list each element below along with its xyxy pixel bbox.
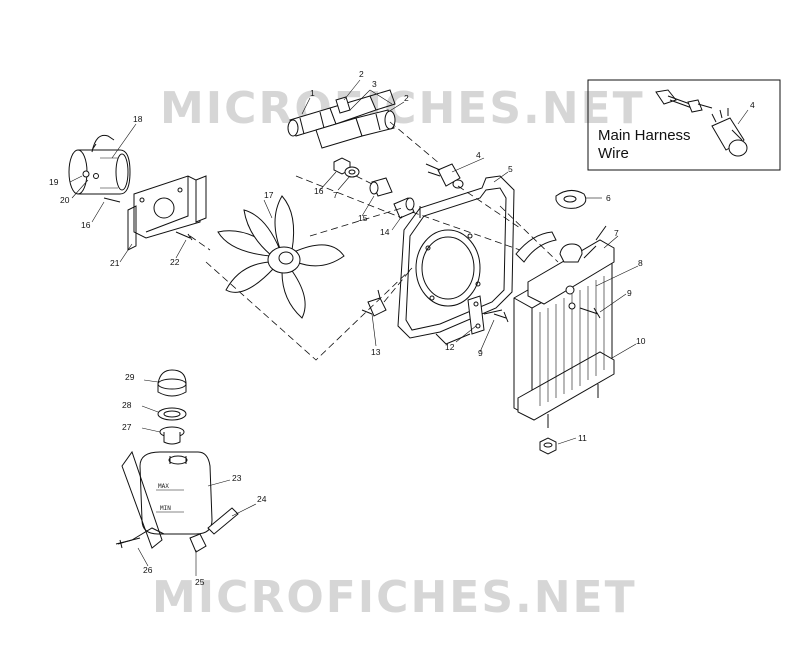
- label-11: 11: [578, 433, 587, 443]
- harness-connector-icon: [655, 89, 713, 113]
- inset-part-number: 4: [750, 100, 755, 110]
- inset-main-harness-wire: Main Harness Wire 4: [587, 79, 781, 171]
- label-28: 28: [122, 400, 132, 410]
- label-5: 5: [508, 164, 513, 174]
- nut-and-washer: [333, 157, 360, 178]
- label-16b: 16: [81, 220, 91, 230]
- assembly-lines: [189, 121, 559, 361]
- leader-line: [349, 89, 393, 111]
- label-18: 18: [133, 114, 143, 124]
- tank-min-mark: MIN: [160, 505, 171, 512]
- overflow-hose: [207, 507, 239, 535]
- label-27: 27: [122, 422, 132, 432]
- label-2a: 2: [359, 69, 364, 79]
- label-9a: 9: [627, 288, 632, 298]
- fan-shroud: [397, 175, 515, 345]
- label-7b: 7: [614, 228, 619, 238]
- watermark-bottom: MICROFICHES.NET: [152, 572, 637, 623]
- tank-max-mark: MAX: [158, 483, 169, 490]
- label-10: 10: [636, 336, 646, 346]
- filler-neck: [159, 426, 185, 445]
- reservoir-screw: [115, 537, 141, 549]
- label-19: 19: [49, 177, 59, 187]
- coolant-reservoir: MAX MIN: [139, 451, 213, 535]
- label-16a: 16: [314, 186, 324, 196]
- cap-gasket: [157, 407, 187, 421]
- label-13: 13: [371, 347, 381, 357]
- spacer: [393, 197, 415, 219]
- label-7a: 7: [333, 190, 338, 200]
- inset-frame: [587, 79, 781, 171]
- hose-clip: [361, 289, 387, 317]
- label-9b: 9: [478, 348, 483, 358]
- leader-lines: [69, 123, 639, 576]
- label-21: 21: [110, 258, 120, 268]
- label-24: 24: [257, 494, 267, 504]
- bracket-screw: [175, 231, 193, 241]
- label-2b: 2: [404, 93, 409, 103]
- label-6: 6: [606, 193, 611, 203]
- fan-motor: [68, 134, 131, 195]
- label-12: 12: [445, 342, 455, 352]
- drain-plug: [539, 437, 557, 455]
- label-14: 14: [380, 227, 390, 237]
- upper-hose-bend: [515, 231, 557, 263]
- leader-line: [343, 79, 361, 101]
- label-25: 25: [195, 577, 205, 587]
- motor-bracket: [127, 175, 207, 251]
- label-1: 1: [310, 88, 315, 98]
- fan-blade: [217, 195, 345, 319]
- label-23: 23: [232, 473, 242, 483]
- temperature-sensor: [425, 163, 464, 189]
- inset-caption-line1: Main Harness: [598, 127, 691, 144]
- radiator-cap: [555, 190, 587, 209]
- shroud-bracket: [467, 295, 503, 335]
- label-3: 3: [372, 79, 377, 89]
- inset-caption-line2: Wire: [598, 145, 629, 162]
- temperature-switch-icon: [711, 108, 748, 157]
- motor-screw: [103, 197, 121, 203]
- bleed-fitting: [369, 177, 393, 197]
- label-26: 26: [143, 565, 153, 575]
- label-4: 4: [476, 150, 481, 160]
- leader-line: [301, 97, 311, 115]
- label-22: 22: [170, 257, 180, 267]
- label-20: 20: [60, 195, 70, 205]
- label-29: 29: [125, 372, 135, 382]
- label-15: 15: [358, 213, 368, 223]
- radiator-hoses: [287, 89, 396, 149]
- hose-fitting: [189, 533, 207, 553]
- watermark-top: MICROFICHES.NET: [160, 83, 645, 134]
- radiator: [513, 225, 615, 428]
- label-17: 17: [264, 190, 274, 200]
- reservoir-strap: [121, 450, 163, 549]
- radiator-bolt: [579, 307, 601, 319]
- label-8: 8: [638, 258, 643, 268]
- leader-line: [387, 101, 405, 113]
- reservoir-cap: [157, 369, 187, 397]
- shroud-screw: [493, 311, 509, 323]
- part-labels: 1 2 3 2 4 5 6 7 7 8 9 9 10 11 12 13 14 1…: [49, 69, 646, 587]
